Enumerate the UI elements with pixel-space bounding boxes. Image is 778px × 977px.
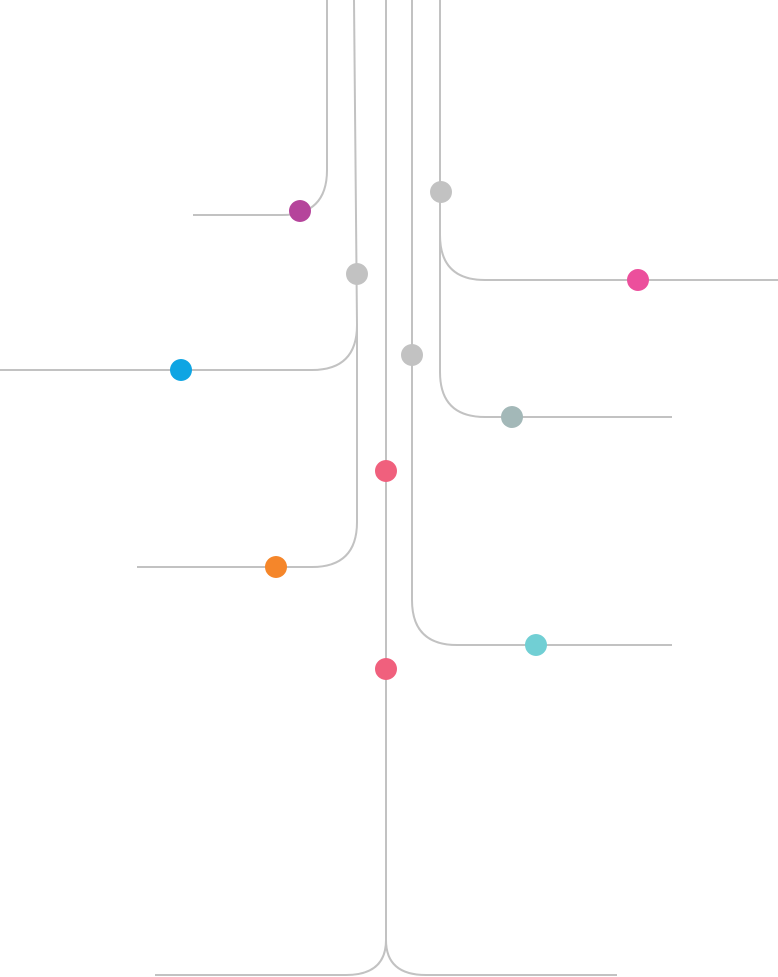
junction-left-middle — [346, 263, 368, 285]
branch-line-teal — [411, 0, 672, 646]
colored-nodes — [170, 200, 649, 680]
junction-right-upper — [430, 181, 452, 203]
branch-line-base-left — [155, 939, 387, 976]
magenta-node — [627, 269, 649, 291]
branch-line-base-right — [385, 939, 617, 976]
branch-line-slate — [439, 235, 672, 418]
blue-node — [170, 359, 192, 381]
branch-line-orange — [137, 325, 358, 568]
junction-points — [346, 181, 452, 366]
pink-node-upper — [375, 460, 397, 482]
purple-node — [289, 200, 311, 222]
orange-node — [265, 556, 287, 578]
teal-node — [525, 634, 547, 656]
branch-line-blue — [0, 0, 358, 371]
slate-node — [501, 406, 523, 428]
branch-line-purple — [193, 0, 328, 216]
pink-node-lower — [375, 658, 397, 680]
junction-center-right — [401, 344, 423, 366]
branch-line-magenta — [439, 0, 778, 281]
